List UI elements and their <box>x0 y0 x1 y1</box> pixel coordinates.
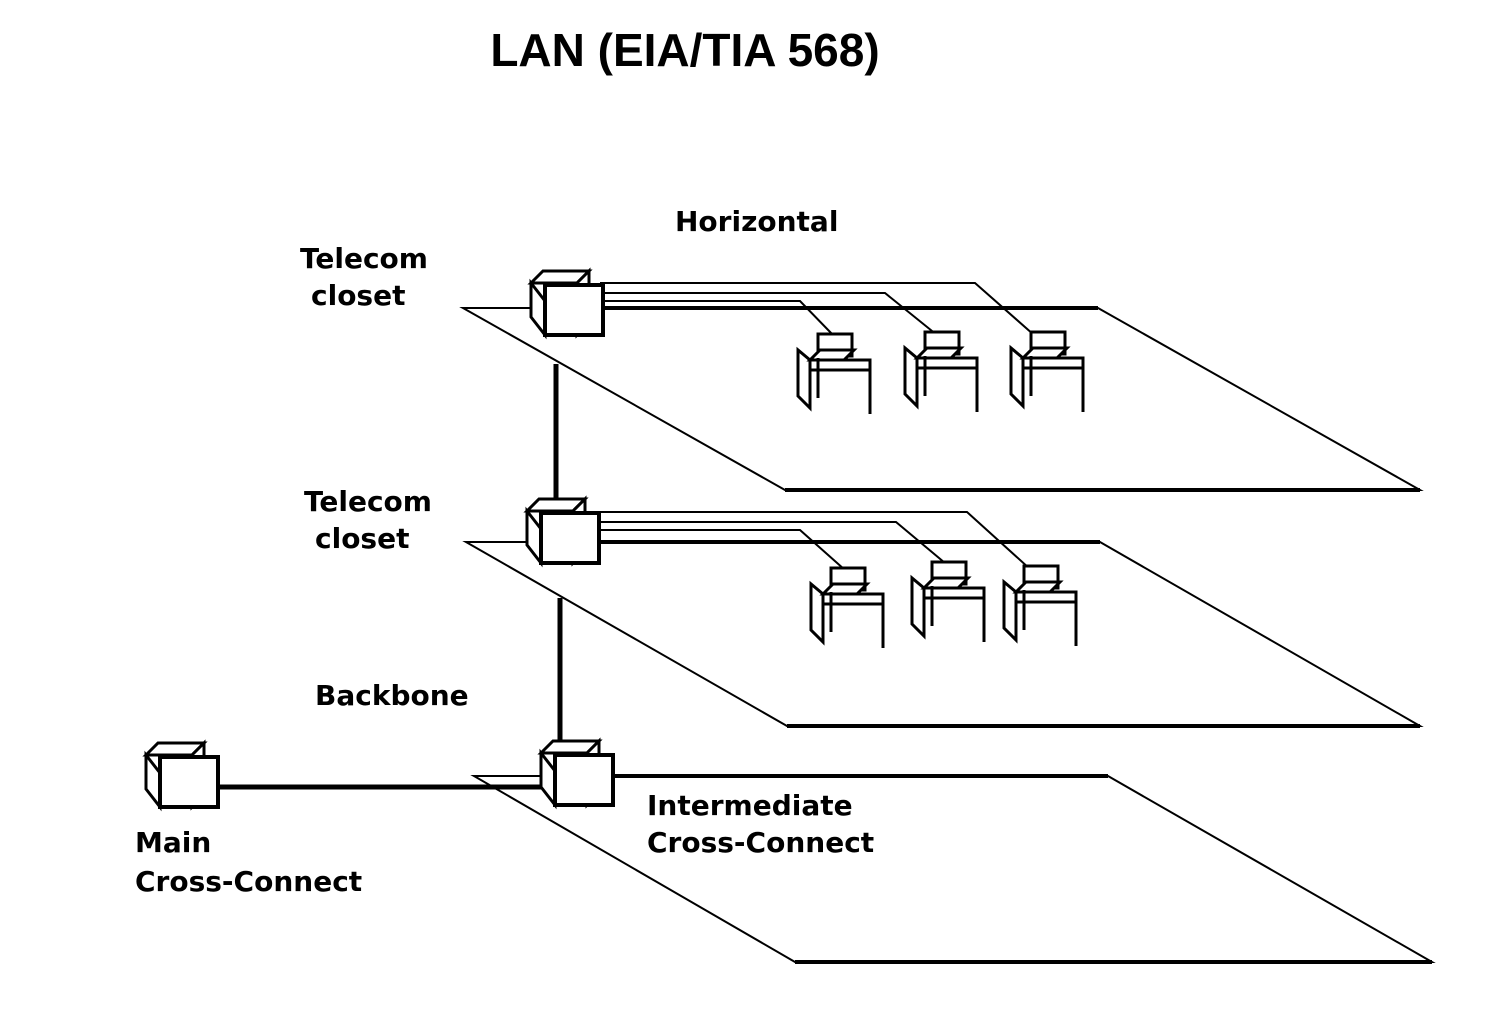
main-cross-connect-label: Main Cross-Connect <box>135 826 362 898</box>
intermediate-cross-connect-label: Intermediate Cross-Connect <box>647 789 874 859</box>
telecom-closet-upper-icon <box>527 267 605 340</box>
floor-plane-lower <box>470 774 1436 964</box>
floor-plane-upper <box>459 306 1424 492</box>
telecom-closet-upper-label: Telecom closet <box>300 242 438 312</box>
workstation-icon <box>903 330 979 412</box>
workstation-icon <box>809 566 885 648</box>
horizontal-cabling-middle <box>598 511 1031 571</box>
main-cross-connect-icon <box>142 739 220 812</box>
workstation-icon <box>1009 330 1085 412</box>
horizontal-cabling-upper <box>600 282 1035 336</box>
workstation-icon <box>1002 564 1078 646</box>
diagram-title: LAN (EIA/TIA 568) <box>490 24 879 76</box>
telecom-closet-middle-label: Telecom closet <box>304 485 442 555</box>
workstation-icon <box>796 332 872 414</box>
horizontal-label: Horizontal <box>675 205 838 238</box>
backbone-cabling <box>216 364 563 790</box>
telecom-closet-middle-icon <box>523 495 601 568</box>
backbone-label: Backbone <box>315 679 469 712</box>
workstation-icon <box>910 560 986 642</box>
floor-plane-middle <box>462 540 1424 728</box>
intermediate-cross-connect-icon <box>537 737 615 810</box>
